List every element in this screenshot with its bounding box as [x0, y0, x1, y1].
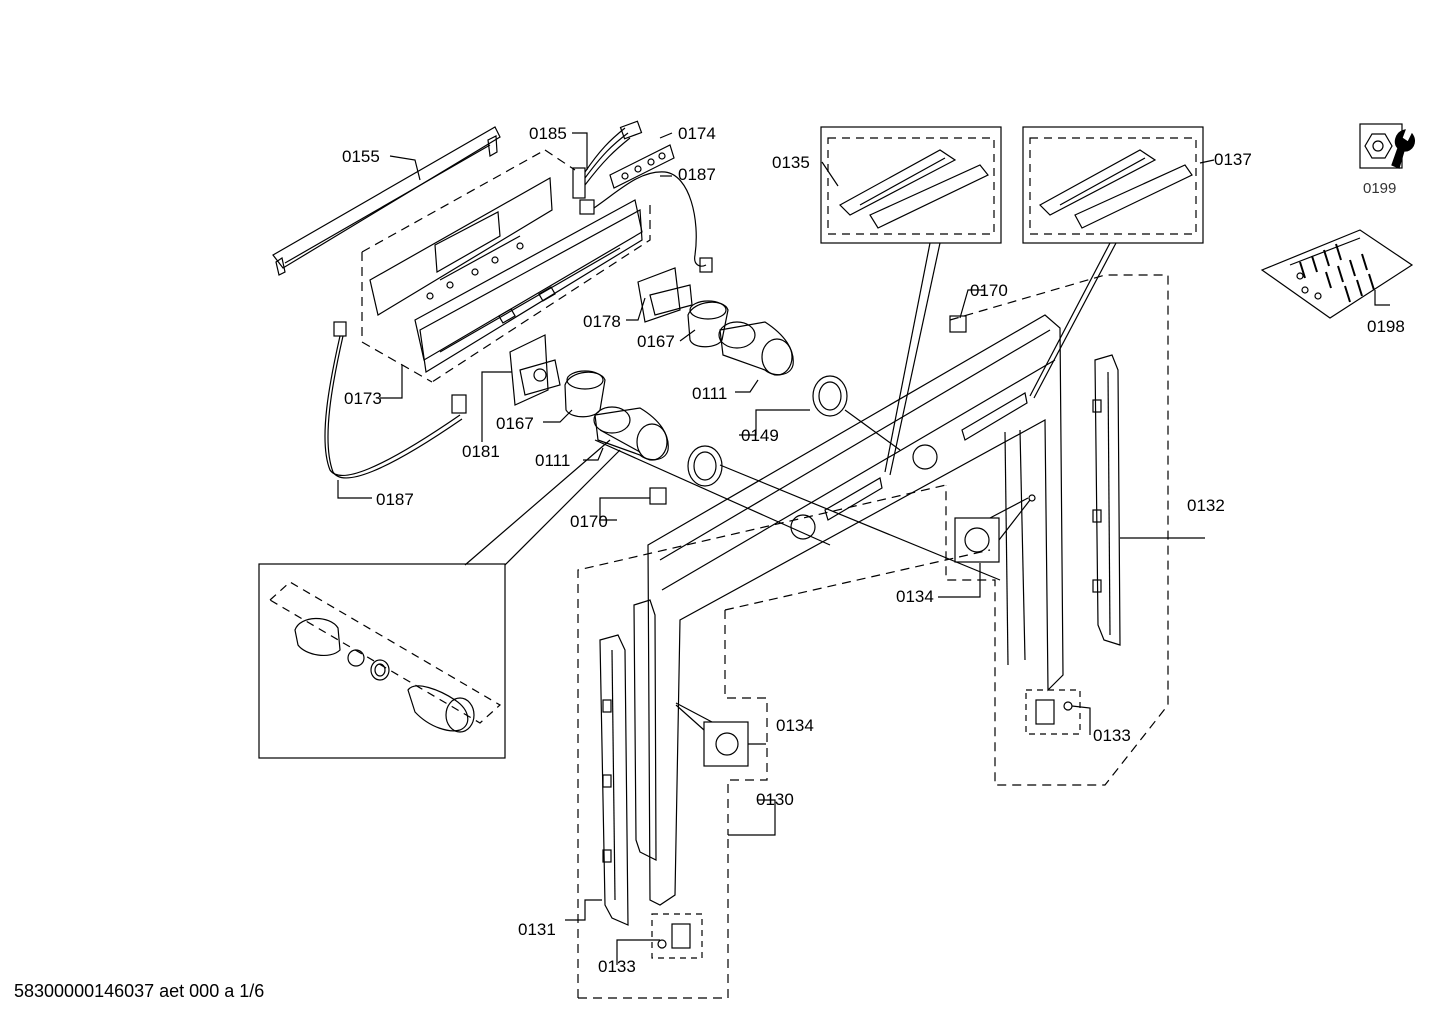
label-0178: 0178 — [583, 312, 621, 331]
label-0170-right: 0170 — [970, 281, 1008, 300]
part-0133-box-left — [651, 913, 703, 959]
part-0130-door-frame — [647, 314, 1064, 906]
label-0111-lower: 0111 — [535, 451, 570, 470]
part-0187-cable-upper — [579, 171, 713, 273]
label-0131: 0131 — [518, 920, 556, 939]
part-0149-ring-b — [812, 375, 848, 417]
part-0178-switch-bracket — [637, 267, 693, 323]
part-0170-clip-b — [949, 315, 967, 333]
label-0132: 0132 — [1187, 496, 1225, 515]
label-0134-upper: 0134 — [896, 587, 934, 606]
label-0167-upper: 0167 — [637, 332, 675, 351]
part-0133-box-right — [1025, 689, 1081, 735]
part-0187-cable-lower — [324, 321, 467, 479]
label-0181: 0181 — [462, 442, 500, 461]
part-0132-side-rail — [1092, 354, 1121, 646]
label-0187-upper: 0187 — [678, 165, 716, 184]
label-0135: 0135 — [772, 153, 810, 172]
part-0130-group-box — [577, 484, 991, 999]
knob-detail-box — [258, 563, 506, 759]
label-0134-lower: 0134 — [776, 716, 814, 735]
wrench-nut-icon — [1359, 123, 1416, 169]
part-0134-box-upper — [954, 494, 1036, 563]
part-0173-panel-frame — [414, 199, 643, 373]
part-0181-switch-bracket — [509, 334, 561, 406]
label-0198: 0198 — [1367, 317, 1405, 336]
part-0170-clip-a — [649, 487, 667, 505]
label-0155: 0155 — [342, 147, 380, 166]
part-0149-ring-a — [687, 445, 723, 487]
label-0130: 0130 — [756, 790, 794, 809]
part-0155-rail — [272, 126, 501, 276]
part-0167-clip-a — [564, 370, 606, 418]
part-0134-box-lower — [675, 702, 749, 767]
label-0133-right: 0133 — [1093, 726, 1131, 745]
part-0167-clip-b — [687, 300, 729, 348]
label-0187-lower: 0187 — [376, 490, 414, 509]
part-0132-group-box — [945, 274, 1169, 786]
label-0173: 0173 — [344, 389, 382, 408]
label-0111-upper: 0111 — [692, 384, 727, 403]
label-0199: 0199 — [1363, 180, 1396, 197]
label-0185: 0185 — [529, 124, 567, 143]
label-0170-left: 0170 — [570, 512, 608, 531]
label-0133-left: 0133 — [598, 957, 636, 976]
part-0111-knob-b — [718, 321, 794, 376]
part-0111-knob-a — [593, 406, 669, 461]
leader-lines — [337, 132, 1390, 965]
label-0167-lower: 0167 — [496, 414, 534, 433]
part-0137-box — [1022, 126, 1204, 244]
part-0174-board — [609, 144, 675, 189]
label-0137: 0137 — [1214, 150, 1252, 169]
part-0173-display-board — [369, 177, 553, 316]
part-0173-group-box — [361, 149, 651, 383]
label-0149: 0149 — [741, 426, 779, 445]
document-id-footer: 58300000146037 aet 000 a 1/6 — [14, 981, 265, 1001]
part-0185-connector — [572, 120, 643, 199]
screw-bag — [1260, 229, 1414, 319]
label-0174: 0174 — [678, 124, 716, 143]
part-0131-side-rail — [599, 599, 657, 926]
part-0135-box — [820, 126, 1002, 244]
